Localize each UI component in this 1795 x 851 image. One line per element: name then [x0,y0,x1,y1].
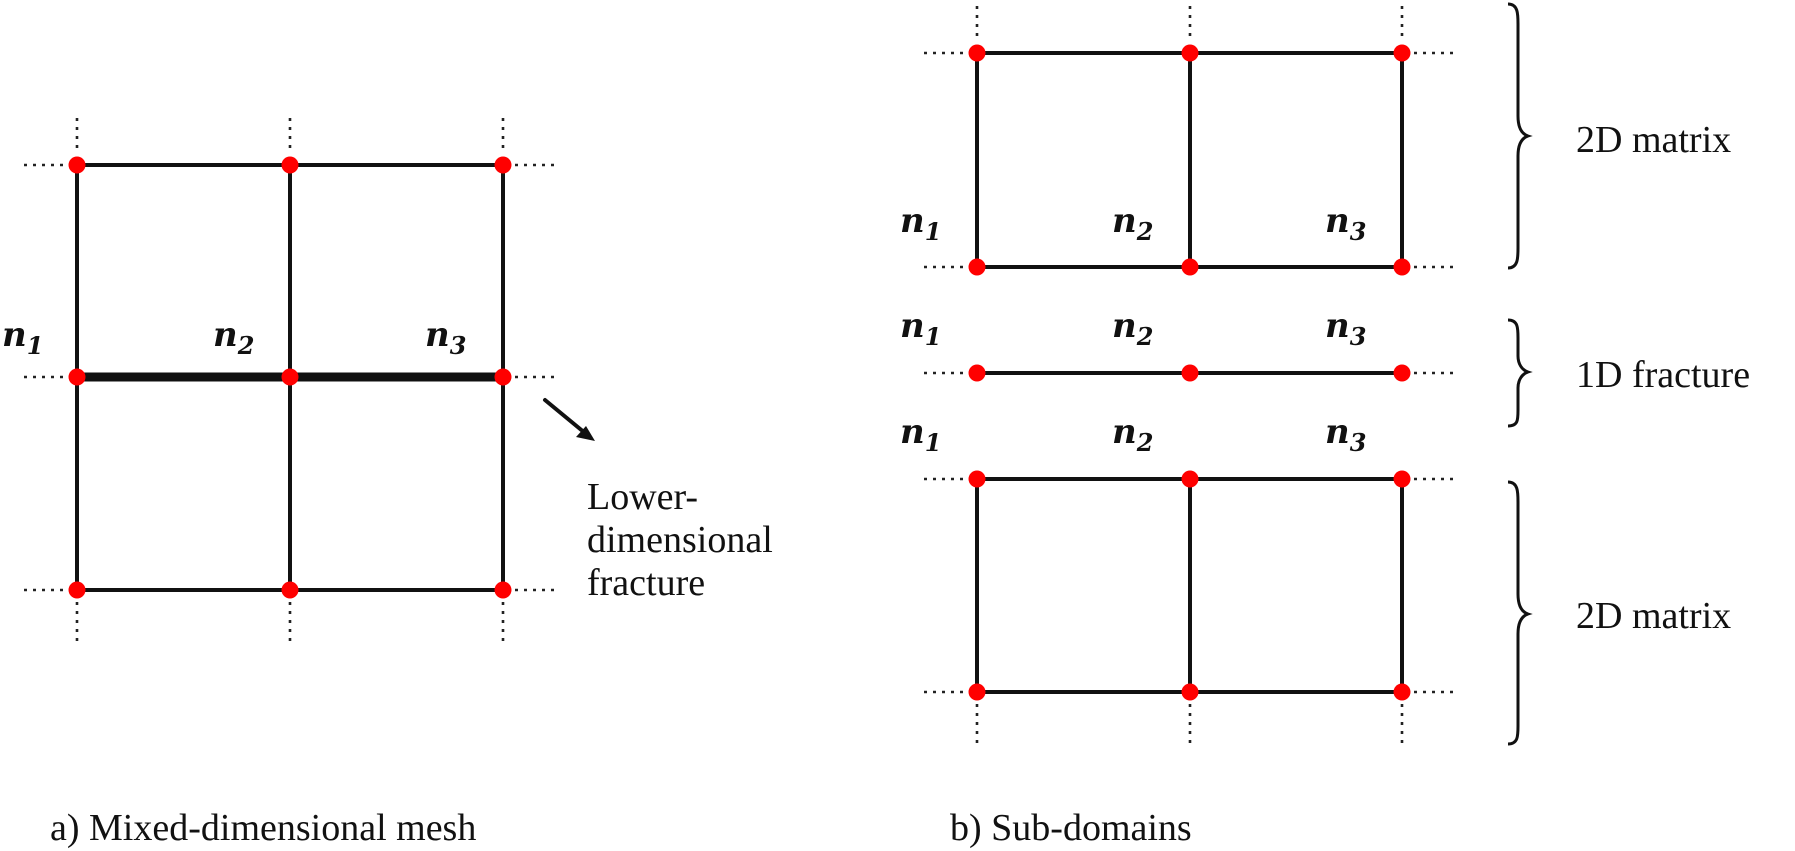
mesh-a-label-n2: n2 [213,315,254,360]
fracture-annotation: Lower- dimensional fracture [543,398,773,604]
fracture-1d-label-n2: n2 [1112,306,1153,351]
matrix-bottom-label-n3: n3 [1325,412,1366,457]
mesh-a-node [494,368,512,386]
mesh-a-label-n1: n1 [2,315,43,360]
matrix-top-label-n3: n3 [1325,201,1366,246]
fracture-1d-node [968,364,986,382]
matrix-bottom-node [1393,683,1411,701]
fracture-1d-label-n1: n1 [900,306,941,351]
annotation-arrow [543,398,587,435]
matrix-top-node [1393,44,1411,62]
mesh-a-node [281,368,299,386]
matrix-bottom-label-n2: n2 [1112,412,1153,457]
annotation-line-1: Lower- [587,476,698,518]
mesh-a-node [281,581,299,599]
matrix-top-node [1181,258,1199,276]
mesh-a-node [281,156,299,174]
mesh-a-node [494,581,512,599]
mesh-a-node [68,156,86,174]
matrix-top-label-n2: n2 [1112,201,1153,246]
matrix-top-node [968,258,986,276]
matrix-bottom-node [1393,470,1411,488]
brace-middle [1507,318,1533,428]
caption-b: b) Sub-domains [950,807,1192,849]
matrix-top-node [968,44,986,62]
mesh-a-node [494,156,512,174]
fracture-1d-node [1393,364,1411,382]
matrix-bottom-node [1181,470,1199,488]
caption-a: a) Mixed-dimensional mesh [50,807,476,849]
brace-label-top: 2D matrix [1576,119,1731,161]
arrow-head-icon [576,426,595,441]
mesh-a-node [68,368,86,386]
brace-label-bottom: 2D matrix [1576,595,1731,637]
fracture-1d-node [1181,364,1199,382]
brace-bottom [1507,480,1533,746]
matrix-top-node [1393,258,1411,276]
mesh-a-node [68,581,86,599]
matrix-bottom-label-n1: n1 [900,412,941,457]
matrix-bottom-node [1181,683,1199,701]
matrix-top-node [1181,44,1199,62]
annotation-line-3: fracture [587,562,705,604]
annotation-line-2: dimensional [587,519,773,561]
matrix-bottom-node [968,470,986,488]
matrix-bottom-node [968,683,986,701]
brace-top [1507,2,1533,270]
brace-label-middle: 1D fracture [1576,354,1750,396]
mesh-a-label-n3: n3 [425,315,466,360]
fracture-1d-label-n3: n3 [1325,306,1366,351]
matrix-top-label-n1: n1 [900,201,941,246]
